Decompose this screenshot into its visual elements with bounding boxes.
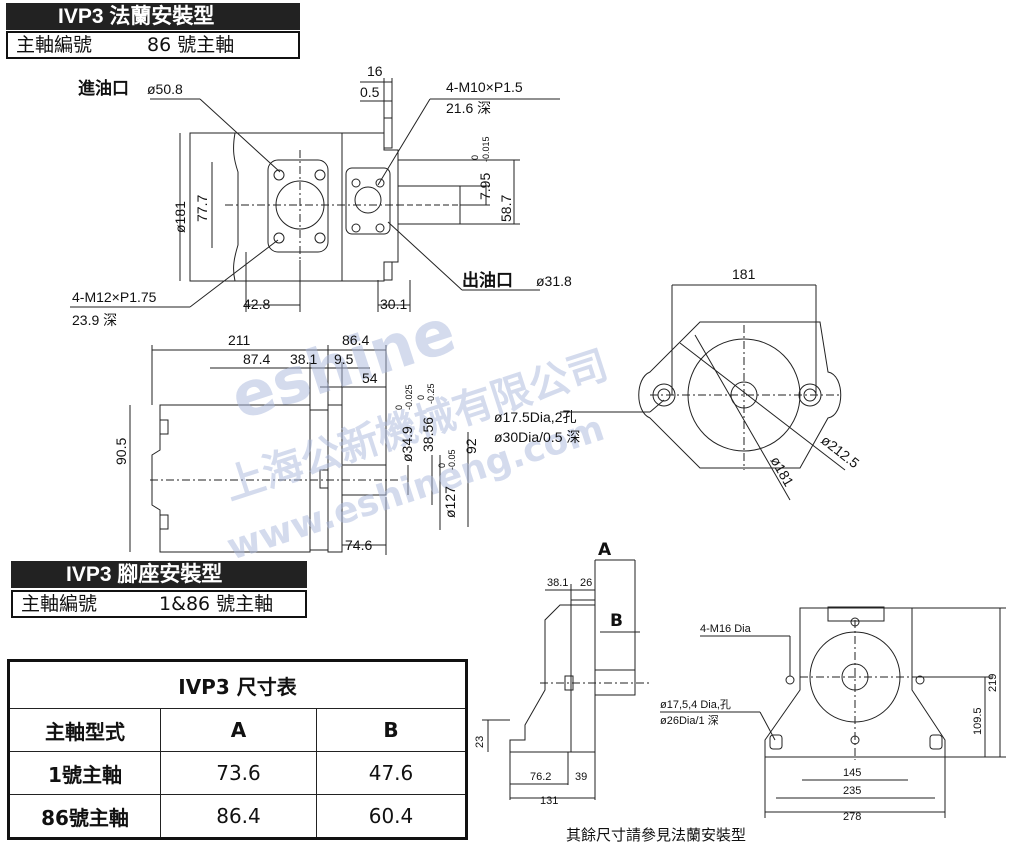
tol-38-56-lower: -0.25 [426, 383, 436, 404]
dim-39: 39 [575, 771, 587, 783]
dim-211: 211 [228, 332, 251, 348]
hole-label-1: ø17.5Dia,2孔 [494, 409, 576, 425]
dim-A-label: A [598, 540, 612, 560]
dim-38-1-foot: 38.1 [547, 577, 568, 589]
table-cell-shaft: 86號主軸 [8, 794, 161, 839]
dim-26: 26 [580, 577, 592, 589]
foot-shaft-label: 主軸編號 [21, 593, 98, 615]
m10-label: 4-M10×P1.5 [446, 79, 523, 95]
dim-92: 92 [463, 438, 479, 454]
dim-38-56: 38.56 [420, 417, 436, 452]
dim-77-7: 77.7 [194, 195, 210, 222]
dim-B-label: B [610, 611, 623, 631]
table-title: IVP3 尺寸表 [8, 660, 467, 709]
table-cell-shaft: 1號主軸 [8, 751, 161, 795]
footnote: 其餘尺寸請參見法蘭安裝型 [566, 826, 747, 844]
foot-hole-label-1: ø17,5,4 Dia,孔 [660, 698, 731, 711]
dim-278: 278 [843, 811, 861, 823]
flange-mount-title: IVP3 法蘭安裝型 [6, 3, 300, 30]
dim-131: 131 [540, 795, 558, 807]
m16-label: 4-M16 Dia [700, 623, 752, 635]
flange-shaft-value: 86 號主軸 [147, 34, 235, 56]
dim-23: 23 [474, 736, 486, 748]
table-header-shaft: 主軸型式 [8, 708, 161, 752]
dim-7-95: 7.95 [477, 173, 493, 200]
side-view-body [150, 404, 400, 553]
dim-16: 16 [367, 63, 383, 79]
tol-7-95-upper: 0 [470, 155, 480, 160]
flange-shaft-label: 主軸編號 [16, 34, 93, 56]
m12-depth: 23.9 深 [72, 312, 117, 328]
dim-87-4: 87.4 [243, 351, 270, 367]
m10-depth: 21.6 深 [446, 100, 491, 116]
tol-38-56-upper: 0 [416, 395, 426, 400]
flange-shaft-subtitle: 主軸編號 86 號主軸 [6, 31, 300, 59]
tol-34-9-lower: -0.025 [404, 384, 414, 410]
dim-127: ø127 [442, 486, 458, 518]
dim-58-7: 58.7 [498, 195, 514, 222]
dim-42-8: 42.8 [243, 296, 270, 312]
inlet-dia: ø50.8 [147, 81, 183, 97]
tol-127-upper: 0 [437, 463, 447, 468]
table-cell-b: 47.6 [316, 751, 467, 795]
foot-side-view [482, 559, 650, 800]
front-view-flange [560, 284, 846, 501]
tol-7-95-lower: -0.015 [481, 136, 491, 162]
tol-127-lower: -0.05 [447, 449, 457, 470]
foot-front-view [660, 606, 1006, 818]
dim-34-9: ø34.9 [399, 426, 415, 462]
foot-mount-title: IVP3 腳座安裝型 [11, 561, 307, 588]
tol-34-9-upper: 0 [394, 405, 404, 410]
table-header-b: B [316, 708, 467, 752]
table-row: 1號主軸 73.6 47.6 [8, 751, 467, 795]
table-cell-a: 86.4 [160, 794, 317, 839]
dim-109-5: 109.5 [972, 707, 984, 735]
dim-90-5: 90.5 [113, 438, 129, 465]
dim-181: 181 [732, 266, 756, 282]
dim-76-2: 76.2 [530, 771, 551, 783]
dim-9-5: 9.5 [334, 351, 354, 367]
table-cell-b: 60.4 [316, 794, 467, 839]
dim-86-4: 86.4 [342, 332, 369, 348]
dim-30-1: 30.1 [380, 296, 407, 312]
dim-38-1: 38.1 [290, 351, 317, 367]
table-cell-a: 73.6 [160, 751, 317, 795]
outlet-label: 出油口 [462, 270, 513, 291]
hole-label-2: ø30Dia/0.5 深 [494, 429, 580, 445]
foot-shaft-value: 1&86 號主軸 [159, 593, 274, 615]
inlet-label: 進油口 [78, 78, 129, 99]
foot-shaft-subtitle: 主軸編號 1&86 號主軸 [11, 590, 307, 618]
dim-145: 145 [843, 767, 861, 779]
m12-label: 4-M12×P1.75 [72, 289, 157, 305]
outlet-dia: ø31.8 [536, 273, 572, 289]
table-header-a: A [160, 708, 317, 752]
dim-74-6: 74.6 [345, 537, 372, 553]
dim-181-dia: ø181 [172, 201, 188, 233]
dim-0-5: 0.5 [360, 84, 380, 100]
top-view-body [189, 117, 470, 282]
dim-54: 54 [362, 370, 378, 386]
table-header-row: 主軸型式 A B [8, 708, 467, 752]
side-view-dimensions [129, 345, 469, 555]
table-row: 86號主軸 86.4 60.4 [8, 794, 467, 839]
dim-235: 235 [843, 785, 861, 797]
dim-219: 219 [987, 674, 999, 692]
dim-181-dia-front: ø181 [767, 454, 797, 490]
top-view-dimensions [70, 78, 560, 312]
foot-hole-label-2: ø26Dia/1 深 [660, 714, 719, 727]
dim-212-5: ø212.5 [818, 432, 862, 472]
dimension-table: IVP3 尺寸表 主軸型式 A B 1號主軸 73.6 47.6 86號主軸 8… [7, 659, 468, 840]
